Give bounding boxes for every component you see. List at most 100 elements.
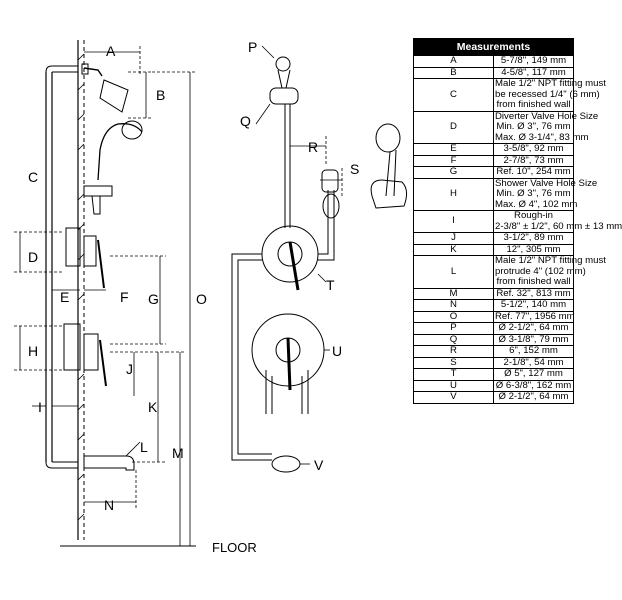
row-key: U: [413, 379, 494, 392]
dimension-label-q: Q: [240, 113, 251, 129]
row-value: Ref. 77", 1956 mm: [493, 310, 575, 323]
row-value-line: Male 1/2" NPT fitting must: [495, 78, 606, 89]
row-key: S: [413, 356, 494, 369]
row-value: Ø 2-1/2", 64 mm: [493, 391, 574, 404]
row-key: P: [413, 322, 494, 335]
wall-hatching: [77, 53, 85, 521]
row-value-line: from finished wall: [496, 276, 571, 287]
row-value: Ref. 10", 254 mm: [493, 166, 574, 179]
dimension-label-r: R: [308, 139, 318, 155]
dimension-label-n: N: [104, 497, 114, 513]
row-key: A: [413, 55, 494, 68]
dimension-label-p: P: [248, 39, 257, 55]
diverter-fitting: [83, 185, 113, 197]
dimension-label-f: F: [120, 289, 129, 305]
table-row: P Ø 2-1/2", 64 mm: [413, 322, 574, 335]
shower-trim: [83, 333, 99, 371]
front-view: [231, 45, 408, 473]
row-value-line: Max. Ø 3-1/4", 83 mm: [495, 131, 589, 143]
row-value-line: 6", 152 mm: [509, 345, 558, 356]
row-value-line: 2-7/8", 73 mm: [503, 154, 564, 166]
side-dimensions: [14, 46, 196, 546]
dimension-label-m: M: [172, 445, 184, 461]
row-value-line: Ø 2-1/2", 64 mm: [498, 322, 569, 333]
row-key: N: [413, 299, 494, 312]
row-value-line: 5-7/8", 149 mm: [500, 55, 567, 66]
row-value: 4-5/8", 117 mm: [493, 66, 574, 79]
front-dimensions: [255, 45, 343, 465]
row-value-line: 2-3/8" ± 1/2", 60 mm ± 13 mm: [495, 220, 622, 232]
row-key: E: [413, 143, 494, 156]
row-value: 3-5/8", 92 mm: [493, 143, 574, 156]
row-key: C: [413, 78, 494, 112]
row-value-line: Ø 3-1/8", 79 mm: [498, 333, 569, 345]
row-value-line: Diverter Valve Hole Size: [495, 110, 599, 122]
row-value-line: Ø 2-1/2", 64 mm: [498, 391, 569, 402]
dimension-label-j: J: [126, 361, 133, 377]
arm-flange: [81, 63, 89, 75]
row-value-line: be recessed 1/4" (6 mm): [495, 88, 600, 100]
row-key: F: [413, 154, 494, 167]
dimension-label-b: B: [156, 87, 165, 103]
row-value-line: Ø 5", 127 mm: [504, 368, 563, 379]
dimension-label-c: C: [28, 169, 38, 185]
shower-head: [99, 79, 129, 113]
row-key: B: [413, 66, 494, 79]
dimension-label-o: O: [196, 291, 207, 307]
diverter-escutcheon: [261, 225, 319, 283]
handshower-holder-front: [321, 169, 339, 193]
row-value-line: Ref. 10", 254 mm: [496, 166, 571, 177]
row-key: O: [413, 310, 494, 323]
arm-flange-front: [275, 56, 291, 72]
table-row: J 3-1/2", 89 mm: [413, 232, 574, 245]
supply-loop-left: [231, 253, 272, 461]
row-value-line: 5-1/2", 140 mm: [500, 299, 567, 310]
diverter-trim: [83, 235, 97, 267]
tub-spout-front: [271, 455, 301, 473]
row-value: 5-7/8", 149 mm: [493, 55, 574, 68]
row-key: K: [413, 243, 494, 256]
row-value-line: from finished wall: [496, 99, 571, 110]
row-value-line: 2-1/8", 54 mm: [503, 356, 564, 368]
dimension-label-e: E: [60, 289, 69, 305]
pipe-elbow-top: [45, 65, 78, 73]
row-value-line: 3-1/2", 89 mm: [503, 232, 564, 243]
table-row: F 2-7/8", 73 mm: [413, 154, 574, 167]
dimension-label-h: H: [28, 343, 38, 359]
row-value: Ø 2-1/2", 64 mm: [493, 322, 574, 335]
dimension-label-t: T: [326, 277, 335, 293]
shower-lever: [286, 337, 292, 391]
diverter-handle: [97, 239, 105, 289]
shower-handle: [99, 339, 107, 387]
dimension-label-l: L: [140, 439, 148, 455]
diverter-lever: [288, 241, 300, 291]
row-key: J: [413, 232, 494, 245]
dimension-label-i: I: [38, 399, 42, 415]
pipe-elbow-bottom: [45, 461, 78, 469]
dimension-label-k: K: [148, 399, 158, 415]
valve-ports: [265, 370, 309, 414]
row-value-line: Ref. 77", 1956 mm: [495, 310, 575, 322]
supply-loop-left-inner: [237, 259, 272, 455]
table-row: A 5-7/8", 149 mm: [413, 55, 574, 68]
dimension-label-a: A: [106, 43, 116, 59]
row-value: Ø 3-1/8", 79 mm: [493, 333, 574, 346]
handshower-front: [322, 193, 340, 219]
shower-head-front: [269, 87, 299, 105]
handshower-handle-sketch: [385, 149, 397, 197]
row-value-line: 4-5/8", 117 mm: [501, 66, 566, 78]
table-row: S 2-1/8", 54 mm: [413, 356, 574, 369]
